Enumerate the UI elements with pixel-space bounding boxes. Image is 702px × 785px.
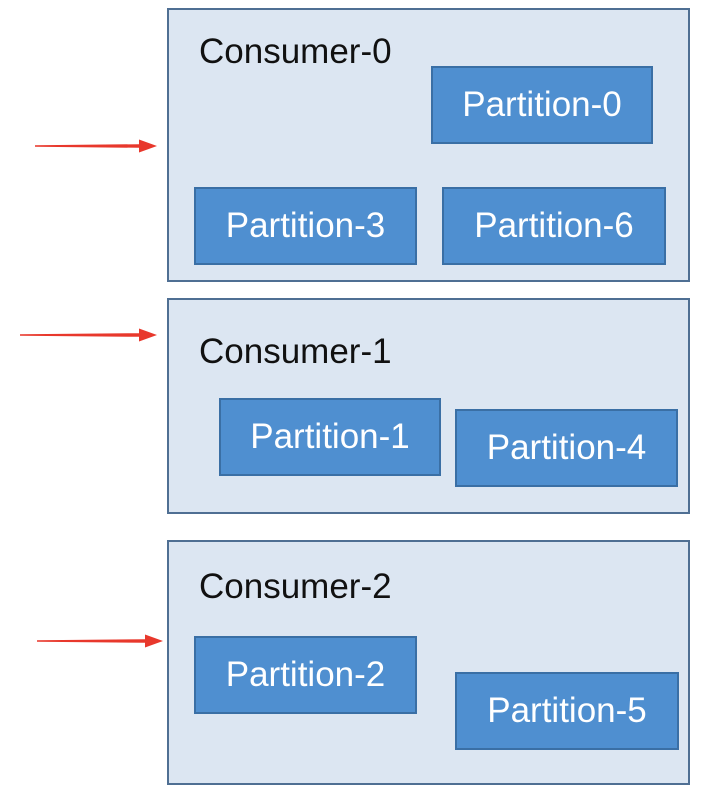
arrow-consumer-2 bbox=[37, 634, 163, 648]
partition-1: Partition-1 bbox=[219, 398, 441, 476]
partition-4: Partition-4 bbox=[455, 409, 678, 487]
partition-2: Partition-2 bbox=[194, 636, 417, 714]
consumer-2-box: Consumer-2 Partition-2 Partition-5 bbox=[167, 540, 690, 785]
consumer-2-label: Consumer-2 bbox=[199, 567, 392, 606]
consumer-1-label: Consumer-1 bbox=[199, 332, 392, 371]
partition-0: Partition-0 bbox=[431, 66, 653, 144]
consumer-0-box: Consumer-0 Partition-0 Partition-3 Parti… bbox=[167, 8, 690, 282]
partition-6: Partition-6 bbox=[442, 187, 666, 265]
consumer-0-label: Consumer-0 bbox=[199, 32, 392, 71]
partition-5: Partition-5 bbox=[455, 672, 679, 750]
partition-3: Partition-3 bbox=[194, 187, 417, 265]
arrow-consumer-1 bbox=[20, 328, 157, 342]
consumer-1-box: Consumer-1 Partition-1 Partition-4 bbox=[167, 298, 690, 514]
arrow-consumer-0 bbox=[35, 139, 157, 153]
